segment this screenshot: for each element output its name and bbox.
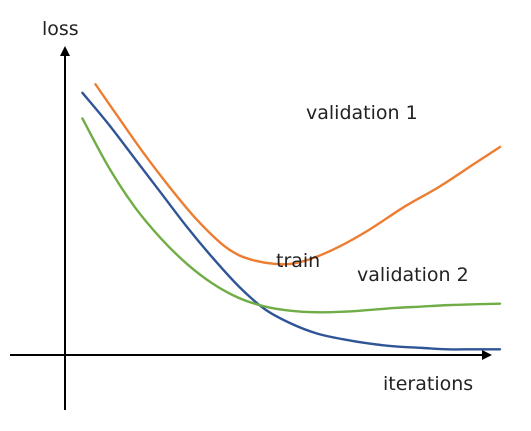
series-line-train xyxy=(81,91,502,351)
annotation-train: train xyxy=(276,250,320,272)
x-axis-label: iterations xyxy=(383,373,473,395)
series-layer xyxy=(81,83,502,351)
annotation-validation-2: validation 2 xyxy=(357,264,469,286)
series-line-validation-1 xyxy=(94,83,502,266)
y-axis-label: loss xyxy=(42,18,79,40)
series-line-validation-2 xyxy=(81,117,502,314)
annotation-validation-1: validation 1 xyxy=(306,102,418,124)
